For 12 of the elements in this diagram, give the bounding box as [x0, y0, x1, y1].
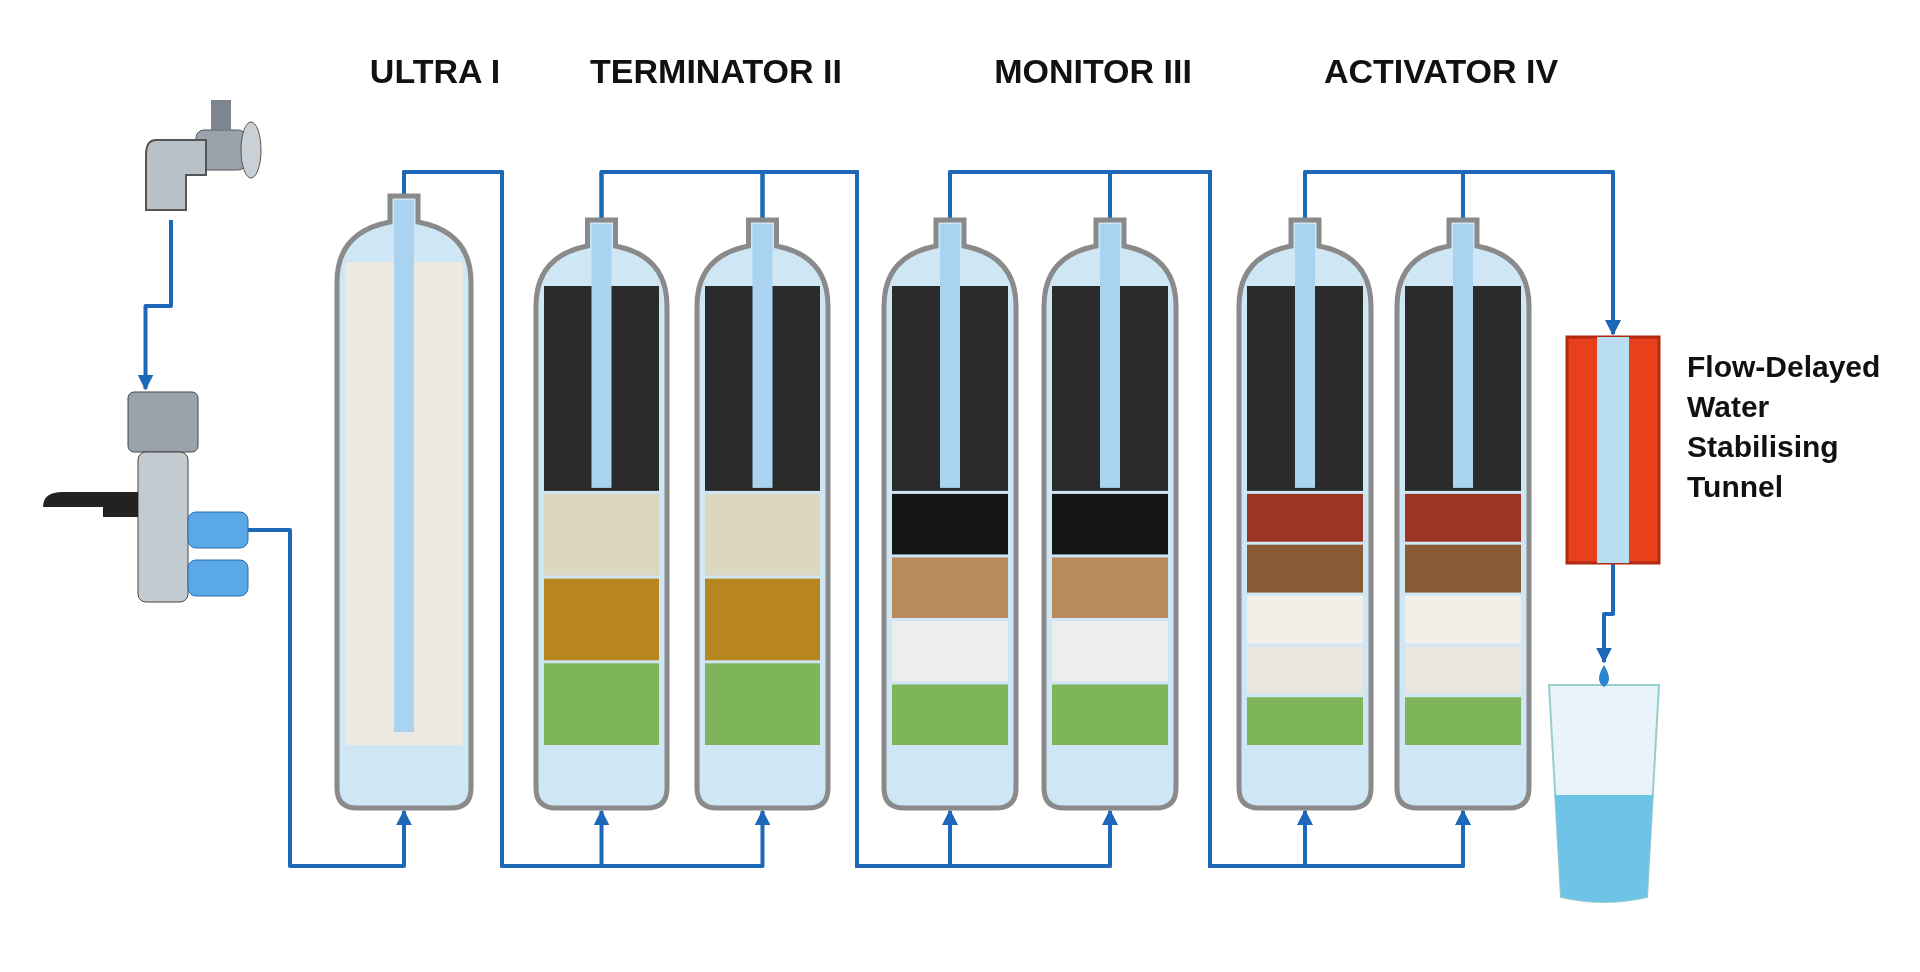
stage-heading: ULTRA I [369, 52, 501, 91]
water-flow-arrow [1461, 170, 1621, 336]
water-flow-arrow [760, 170, 1118, 868]
water-flow-arrow [402, 170, 771, 868]
stage-heading: TERMINATOR II [590, 52, 842, 91]
water-flow-arrow [1108, 170, 1471, 868]
caption-text: Flow-Delayed Water Stabilising Tunnel [1687, 349, 1882, 505]
water-flow-arrow [1596, 563, 1615, 664]
stage-heading: MONITOR III [994, 52, 1192, 91]
stage-heading: ACTIVATOR IV [1323, 52, 1559, 91]
water-flow-arrow [137, 220, 173, 391]
water-flow-arrow [248, 528, 412, 868]
